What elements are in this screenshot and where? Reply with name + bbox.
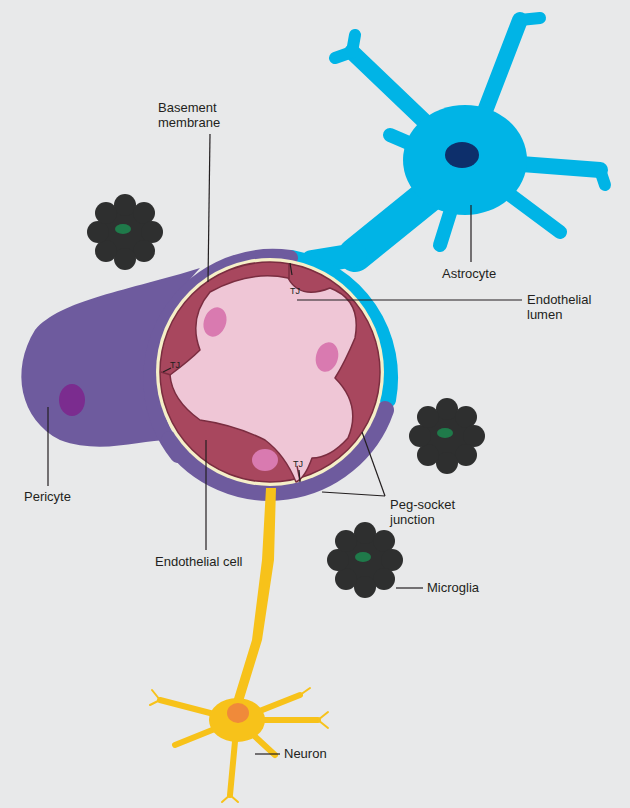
basement-membrane xyxy=(156,258,384,486)
leader-lines xyxy=(48,134,522,754)
junction-label: TJ xyxy=(170,360,190,370)
part-label: Astrocyte xyxy=(442,266,522,281)
part-label: Endothelial cell xyxy=(155,554,245,569)
endothelial-cell xyxy=(160,262,380,482)
part-label: Basement membrane xyxy=(158,100,238,130)
microglia xyxy=(327,522,403,598)
microglia xyxy=(87,194,163,270)
microglia xyxy=(409,398,485,474)
part-label: Pericyte xyxy=(24,489,104,504)
blood-vessel xyxy=(156,258,384,486)
part-label: Neuron xyxy=(284,746,364,761)
junction-label: TJ xyxy=(290,286,310,296)
endothelial-lumen xyxy=(170,276,356,482)
part-label: Peg-socket junction xyxy=(390,497,480,527)
part-label: Endothelial lumen xyxy=(527,292,617,322)
part-label: Microglia xyxy=(427,580,517,595)
pericyte xyxy=(21,257,385,492)
junction-label: TJ xyxy=(293,459,313,469)
